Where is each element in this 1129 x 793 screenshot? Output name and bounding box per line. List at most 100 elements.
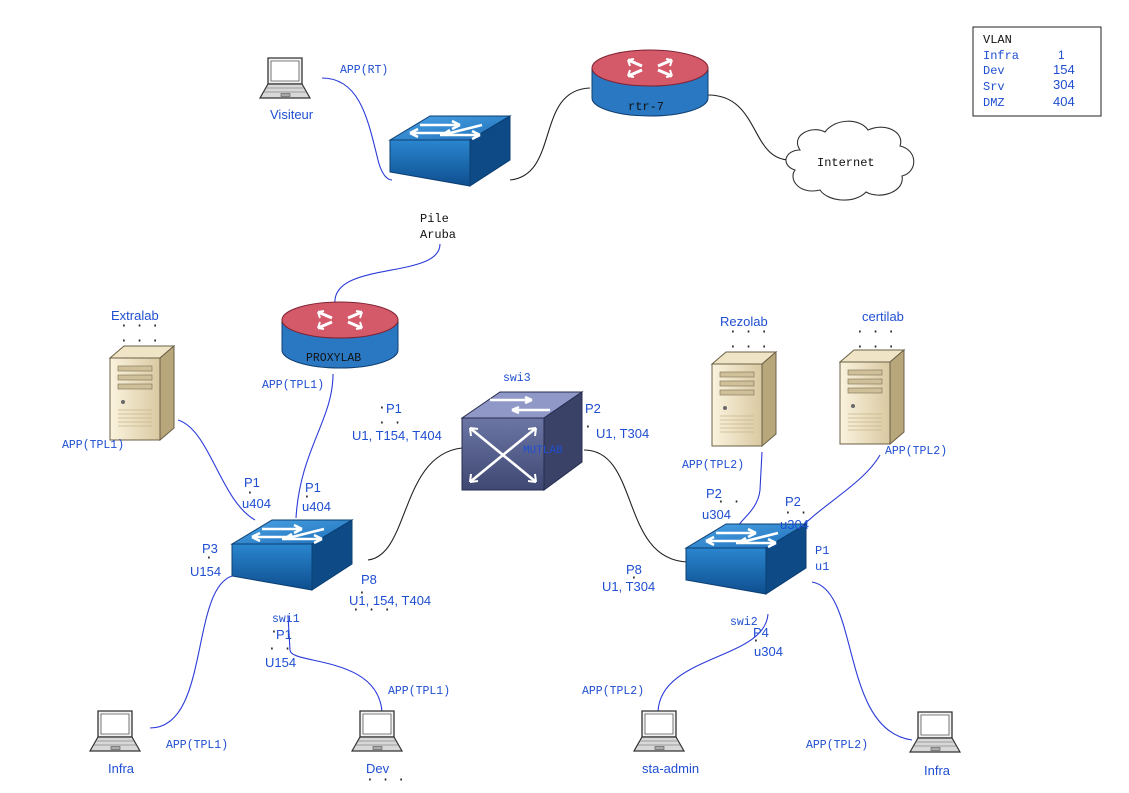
dev-node[interactable]: Dev · · · APP(TPL1) (351, 685, 450, 788)
device-label: Aruba (420, 228, 456, 242)
switch-icon (230, 518, 354, 592)
wire-aruba-rtr7 (509, 87, 591, 181)
swi2-trunk-port-label: P8 · U1, T304 (602, 562, 655, 594)
port-vlan: u304 (780, 517, 809, 532)
ellipsis: · · · (729, 340, 768, 355)
wire-swi3-swi2 (583, 449, 689, 563)
host-label: Infra (108, 761, 135, 776)
ellipsis: · (584, 420, 592, 435)
app-label: APP(TPL2) (885, 445, 947, 458)
swi3-mls-node[interactable]: swi3 MUTLAB (460, 372, 584, 491)
device-label: MUTLAB (523, 445, 563, 457)
server-icon (839, 349, 905, 445)
swi2-certilab-port-label: P2 · · u304 (780, 494, 809, 532)
port-number: P1 (386, 401, 402, 416)
app-label: APP(TPL2) (682, 459, 744, 472)
swi2-switch-node[interactable]: swi2 (684, 522, 808, 629)
port-number: P1 (305, 480, 321, 495)
legend-row-name: DMZ (983, 96, 1005, 110)
port-number: P8 (361, 572, 377, 587)
swi1-trunk-port-label: P8 · U1, 154, T404 · · · (349, 572, 431, 618)
aruba-switch-node[interactable]: Pile Aruba (388, 114, 512, 242)
ellipsis: · · (717, 495, 740, 510)
ellipsis: · · · (856, 325, 895, 340)
port-number: P4 (753, 625, 769, 640)
swi3-p1-label: · P1 · · U1, T154, T404 (352, 401, 442, 443)
multilayer-switch-icon (460, 391, 584, 491)
extralab-server-node[interactable]: Extralab · · · · · · APP(TPL1) (62, 308, 175, 452)
wire-extralab-swi1 (177, 419, 256, 521)
device-label: Internet (817, 156, 875, 170)
port-number: P1 (815, 544, 829, 558)
legend-title: VLAN (983, 33, 1012, 47)
port-vlan: u404 (242, 496, 271, 511)
server-icon (109, 345, 175, 441)
app-label: APP(RT) (340, 64, 388, 77)
port-vlan: U154 (265, 655, 296, 670)
device-label: swi2 (730, 616, 758, 629)
legend-row-id: 1 (1058, 48, 1065, 62)
wire-proxylab-swi1 (295, 373, 334, 519)
legend-row-name: Dev (983, 64, 1005, 78)
rtr7-router-node[interactable]: rtr-7 (590, 48, 710, 118)
app-label: APP(TPL1) (388, 685, 450, 698)
app-label: APP(TPL2) (806, 739, 868, 752)
host-label: Visiteur (270, 107, 314, 122)
legend-row-name: Srv (983, 80, 1005, 94)
port-number: P3 (202, 541, 218, 556)
switch-icon (388, 114, 512, 188)
laptop-icon (909, 711, 961, 753)
ellipsis: · (630, 571, 638, 586)
host-label: Rezolab (720, 314, 768, 329)
ellipsis: · (246, 486, 254, 501)
laptop-icon (89, 710, 141, 752)
wire-aruba-proxylab (334, 243, 441, 306)
ellipsis: · (358, 586, 366, 601)
port-vlan: u304 (702, 507, 731, 522)
host-label: Extralab (111, 308, 159, 323)
legend-row-id: 304 (1053, 77, 1075, 92)
ellipsis: · · (378, 416, 401, 431)
wire-swi1-dev (287, 615, 383, 713)
laptop-icon (259, 57, 311, 99)
rezolab-server-node[interactable]: Rezolab · · · · · · APP(TPL2) (682, 314, 777, 472)
host-label: sta-admin (642, 761, 699, 776)
server-icon (711, 351, 777, 447)
infra2-node[interactable]: Infra APP(TPL2) (806, 711, 961, 778)
wires (149, 77, 913, 741)
port-number: P1 (244, 475, 260, 490)
legend-row-name: Infra (983, 49, 1019, 63)
wire-rtr7-internet (707, 94, 791, 161)
host-label: Infra (924, 763, 951, 778)
swi1-switch-node[interactable]: swi1 (230, 518, 354, 626)
device-label: rtr-7 (628, 100, 664, 114)
port-vlan: U1, T154, T404 (352, 428, 442, 443)
cloud-icon (785, 120, 915, 201)
port-number: P2 (706, 486, 722, 501)
visiteur-node[interactable]: Visiteur APP(RT) (259, 57, 388, 122)
port-number: P1 (276, 627, 292, 642)
swi1-infra-port-label: P3 · U154 (190, 541, 221, 579)
internet-node[interactable]: Internet (785, 120, 915, 201)
laptop-icon (351, 710, 403, 752)
port-vlan: U1, T304 (596, 426, 649, 441)
ellipsis: · · (784, 506, 807, 521)
app-label: APP(TPL1) (166, 739, 228, 752)
ellipsis: · · · (729, 325, 768, 340)
ellipsis: · (752, 634, 760, 649)
swi2-sta-port-label: P4 · u304 (752, 625, 783, 659)
wire-swi2-infra2 (811, 581, 913, 741)
wire-visiteur-aruba (321, 77, 393, 181)
proxylab-router-node[interactable]: PROXYLAB APP(TPL1) (262, 300, 400, 392)
device-label: PROXYLAB (306, 352, 361, 365)
certilab-server-node[interactable]: certilab · · · · · · APP(TPL2) (839, 309, 947, 458)
infra1-node[interactable]: Infra APP(TPL1) (89, 710, 228, 776)
swi1-extralab-port-label: P1 · u404 (242, 475, 271, 511)
swi3-p2-label: P2 · U1, T304 (584, 401, 649, 441)
port-vlan: U1, 154, T404 (349, 593, 431, 608)
port-vlan: U154 (190, 564, 221, 579)
sta-admin-node[interactable]: sta-admin APP(TPL2) (582, 685, 699, 776)
legend-row-id: 404 (1053, 94, 1075, 109)
legend-box (972, 26, 1102, 117)
app-label: APP(TPL2) (582, 685, 644, 698)
